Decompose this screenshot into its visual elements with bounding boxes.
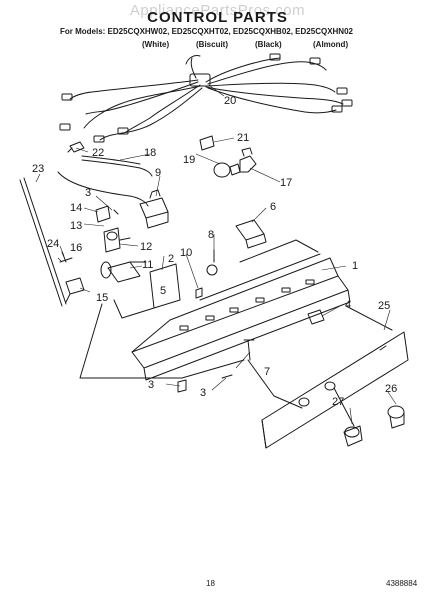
callout-11: 11 [142, 259, 153, 271]
site-watermark: AppliancePartsPros.com [129, 2, 306, 19]
variant-almond: (Almond) [313, 40, 349, 49]
wire-harness-drawing [59, 53, 353, 143]
callout-20: 20 [224, 95, 236, 107]
document-code: 4388884 [386, 579, 418, 588]
callout-19: 19 [183, 154, 195, 166]
callout-1: 1 [352, 260, 358, 272]
callout-12: 12 [140, 241, 152, 253]
callout-13: 13 [70, 220, 82, 232]
callout-21: 21 [237, 132, 249, 144]
callout-10: 10 [180, 247, 192, 259]
callout-22: 22 [92, 147, 104, 159]
control-housing-drawing [131, 239, 351, 381]
callout-4: 4 [345, 299, 351, 311]
callout-labels: 1 2 3 3 3 4 5 6 7 8 9 10 11 12 13 14 15 … [32, 95, 397, 408]
callout-26: 26 [385, 383, 397, 395]
callout-24: 24 [47, 238, 59, 250]
callout-27: 27 [332, 396, 344, 408]
model-list: For Models: ED25CQXHW02, ED25CQXHT02, ED… [60, 27, 353, 36]
page-number: 18 [206, 579, 215, 588]
callout-6: 6 [270, 201, 276, 213]
callout-2: 2 [168, 253, 174, 265]
callout-8: 8 [208, 229, 214, 241]
callout-9: 9 [155, 167, 161, 179]
variant-biscuit: (Biscuit) [196, 40, 228, 49]
callout-25: 25 [378, 300, 390, 312]
variant-black: (Black) [255, 40, 282, 49]
callout-3: 3 [85, 187, 91, 199]
variant-white: (White) [142, 40, 170, 49]
callout-3b: 3 [148, 379, 154, 391]
diagram-title: CONTROL PARTS [147, 9, 288, 26]
callout-17: 17 [280, 177, 292, 189]
callout-5: 5 [160, 285, 166, 297]
callout-16: 16 [70, 242, 82, 254]
callout-14: 14 [70, 202, 82, 214]
callout-18: 18 [144, 147, 156, 159]
callout-3c: 3 [200, 387, 206, 399]
callout-23: 23 [32, 163, 44, 175]
callout-15: 15 [96, 292, 108, 304]
color-variants: (White) (Biscuit) (Black) (Almond) [0, 40, 435, 52]
callout-7: 7 [264, 366, 270, 378]
control-panel-drawing [261, 331, 409, 449]
